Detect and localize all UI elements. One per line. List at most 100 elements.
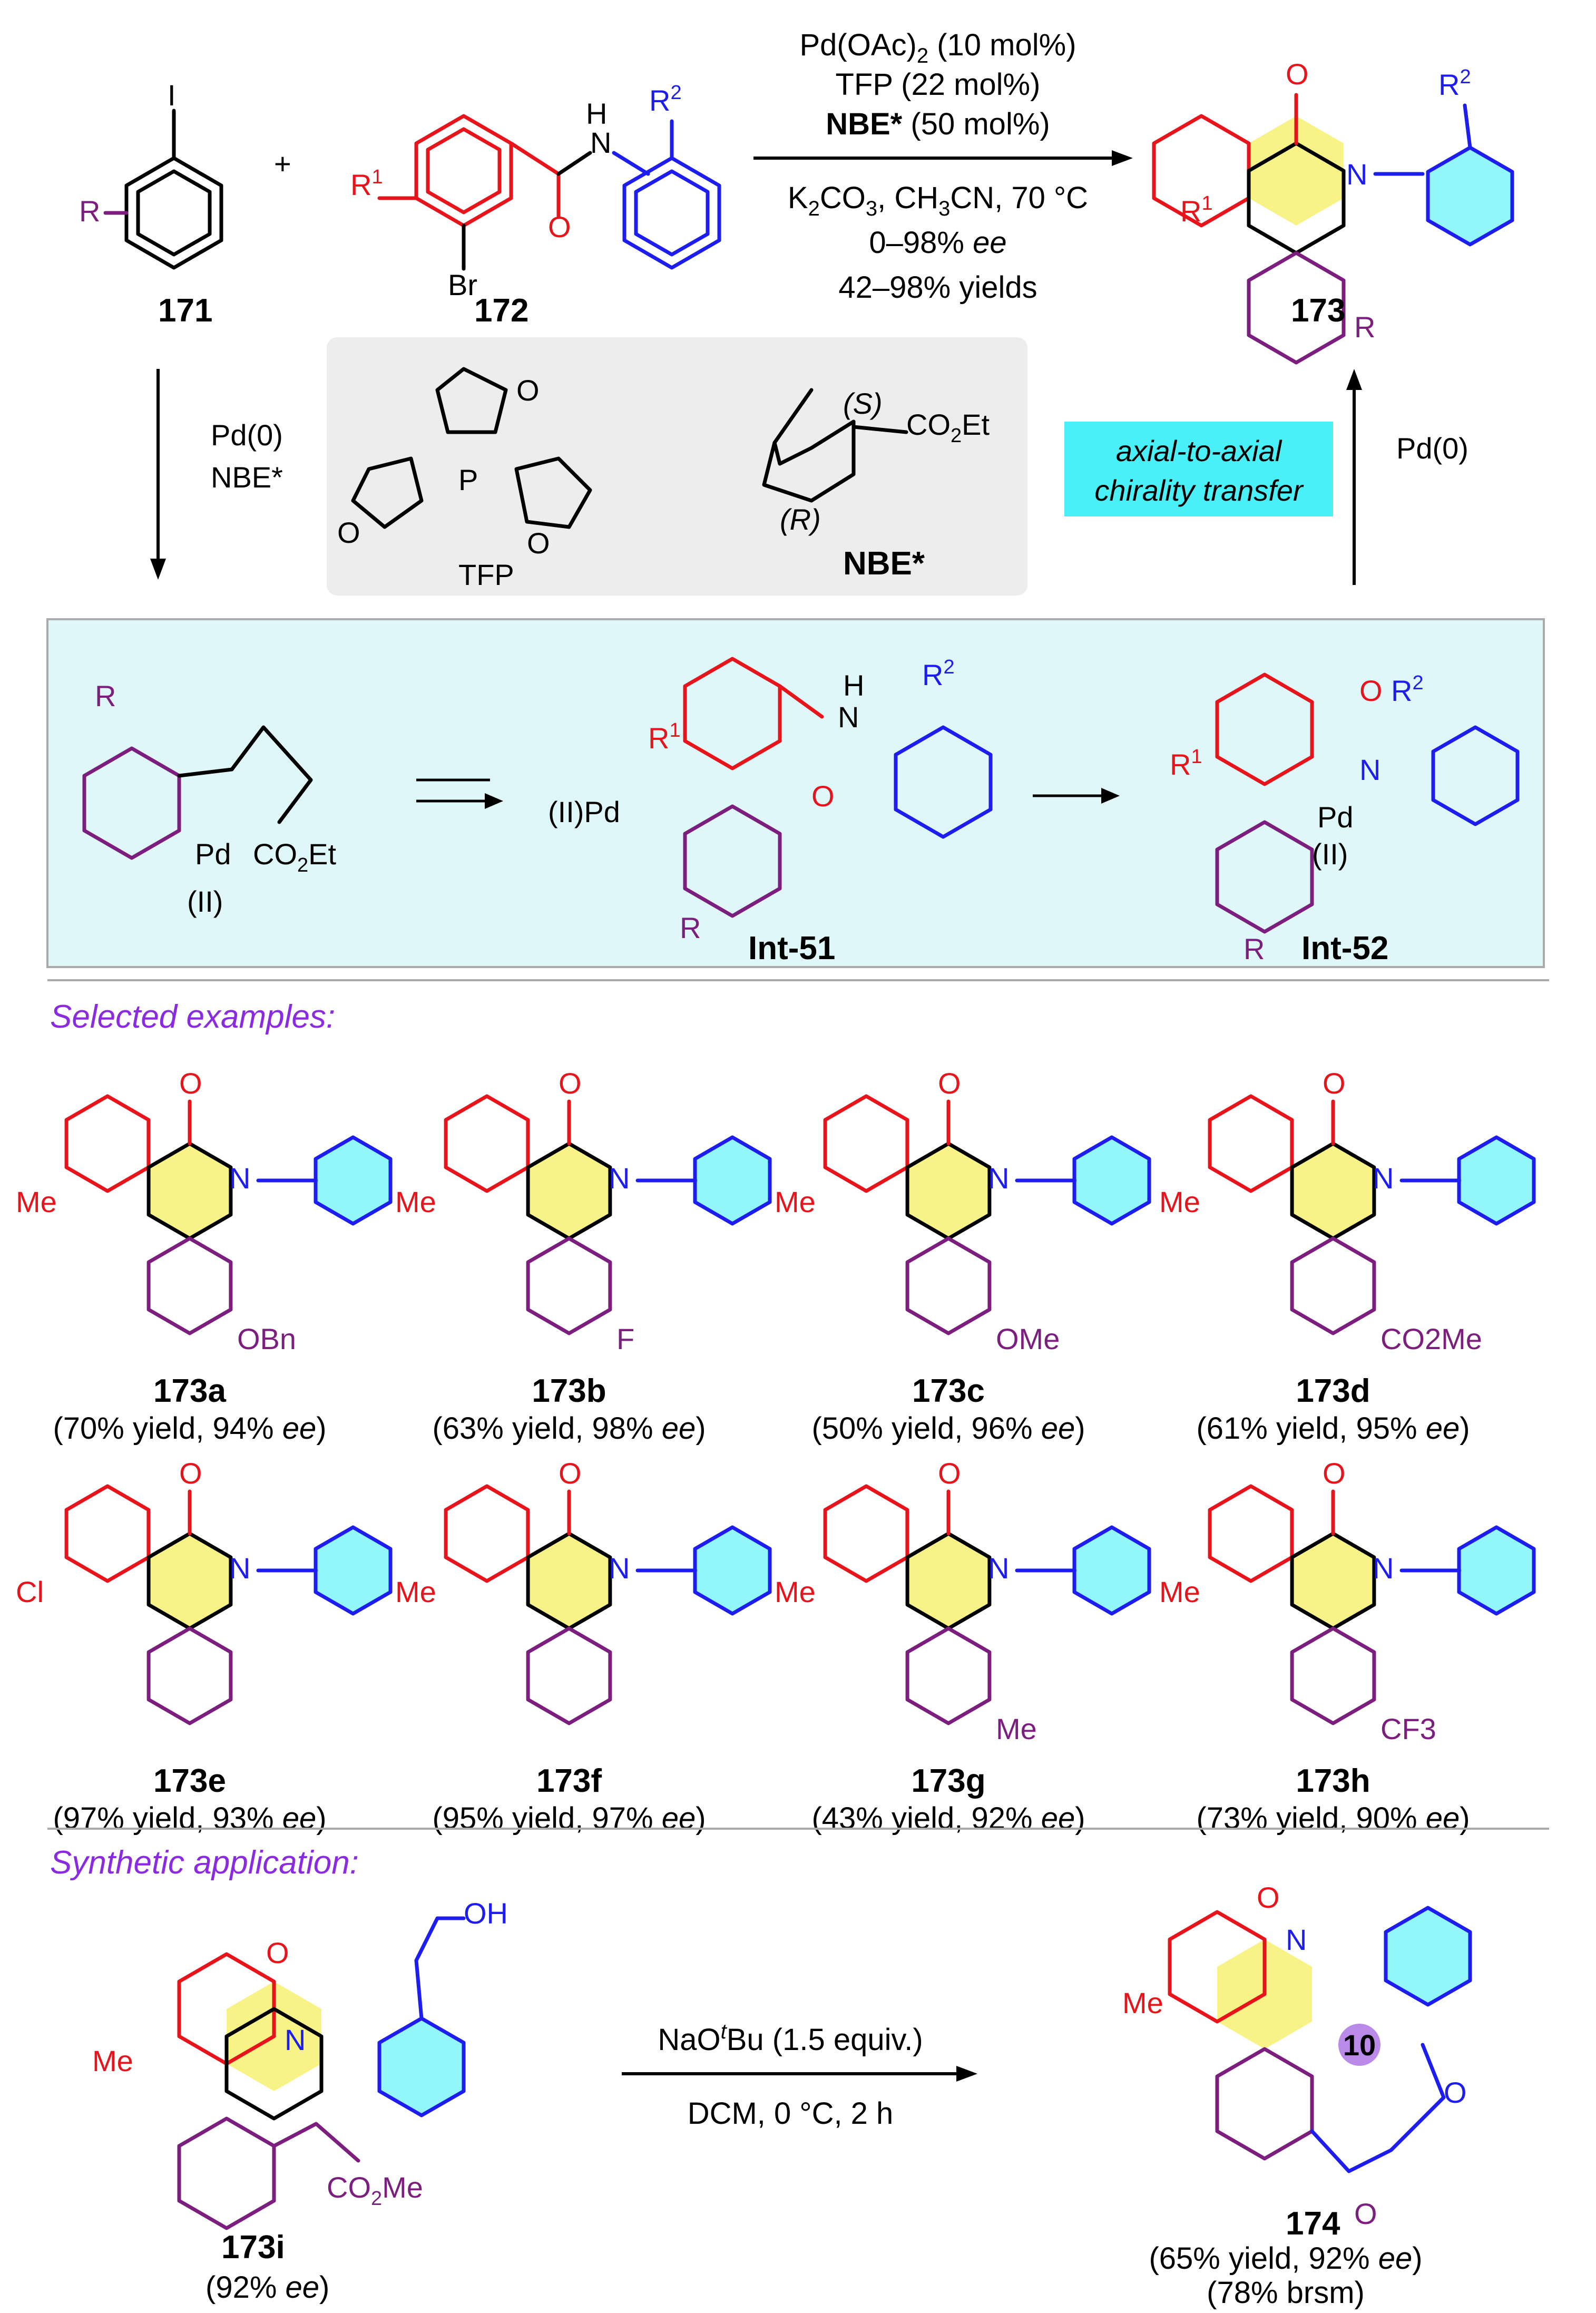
yield-173d: (61% yield, 95% ee) — [1196, 1411, 1470, 1446]
svg-text:CO2Me: CO2Me — [327, 2171, 423, 2210]
svg-text:O: O — [548, 210, 571, 243]
yield-173a: (70% yield, 94% ee) — [53, 1411, 326, 1446]
svg-text:R: R — [95, 679, 116, 713]
svg-text:R: R — [680, 911, 701, 944]
compound-172: Br R1 O N H R2 — [350, 82, 721, 301]
svg-text:Me: Me — [1122, 1986, 1163, 2019]
synthetic-application-header: Synthetic application: — [50, 1844, 359, 1881]
tfp-label: TFP — [458, 558, 514, 591]
svg-text:N: N — [1373, 1162, 1394, 1195]
svg-text:0–98% ee: 0–98% ee — [869, 226, 1006, 260]
r1-substituent: Me — [395, 1575, 436, 1608]
label-int-51: Int-51 — [748, 930, 835, 967]
svg-text:(II)Pd: (II)Pd — [548, 795, 620, 828]
yield-173b: (63% yield, 98% ee) — [432, 1411, 706, 1446]
svg-text:R2: R2 — [1438, 66, 1471, 101]
nbe-left: NBE* — [211, 461, 283, 494]
r-stereo-label: (R) — [780, 503, 821, 536]
svg-text:O: O — [266, 1936, 289, 1969]
svg-text:42–98% yields: 42–98% yields — [838, 270, 1037, 305]
tfp-structure: P O O O — [337, 367, 592, 560]
ring-substituent: OBn — [237, 1322, 296, 1355]
label-173f: 173f — [536, 1763, 602, 1799]
svg-text:CO2Et: CO2Et — [253, 837, 336, 876]
r1-substituent: Me — [1159, 1575, 1200, 1608]
yield-173g: (43% yield, 92% ee) — [811, 1801, 1085, 1836]
svg-text:R2: R2 — [649, 82, 682, 117]
selected-examples-header: Selected examples: — [50, 999, 335, 1035]
label-173d: 173d — [1296, 1373, 1370, 1409]
label-173i: 173i — [221, 2229, 285, 2266]
svg-text:Me: Me — [92, 2044, 133, 2077]
label-173h: 173h — [1296, 1763, 1370, 1799]
svg-text:Pd: Pd — [195, 837, 231, 871]
svg-text:N: N — [229, 1162, 250, 1195]
r1-substituent: Me — [1159, 1185, 1200, 1218]
svg-text:OH: OH — [464, 1897, 508, 1930]
svg-text:O: O — [1257, 1881, 1280, 1914]
svg-text:O: O — [1354, 2197, 1377, 2230]
label-173g: 173g — [911, 1763, 985, 1799]
label-173e: 173e — [153, 1763, 226, 1799]
svg-text:N: N — [1359, 753, 1380, 786]
compound-173i: O N Me OH CO2Me — [92, 1897, 508, 2230]
svg-text:O: O — [811, 779, 835, 813]
svg-text:Pd: Pd — [1317, 801, 1354, 834]
svg-text:H: H — [843, 669, 864, 702]
svg-text:P: P — [458, 463, 478, 496]
intermediates-panel — [46, 618, 1545, 968]
svg-text:N: N — [609, 1551, 630, 1585]
plus-sign: + — [274, 147, 291, 180]
label-173: 173 — [1291, 292, 1345, 329]
ring-substituent: OMe — [996, 1322, 1060, 1355]
svg-text:N: N — [838, 700, 859, 734]
svg-text:N: N — [988, 1162, 1009, 1195]
svg-text:O: O — [938, 1067, 961, 1100]
svg-text:N: N — [1346, 158, 1367, 191]
svg-text:O: O — [179, 1067, 202, 1100]
label-int-52: Int-52 — [1301, 930, 1388, 967]
svg-text:axial-to-axial: axial-to-axial — [1116, 434, 1282, 467]
int-51-structure: R1 O N H R2 R (II)Pd — [548, 656, 993, 944]
label-171: 171 — [158, 292, 212, 329]
nbe-structure — [762, 388, 908, 503]
svg-text:O: O — [337, 516, 360, 549]
svg-text:N: N — [285, 2023, 306, 2056]
svg-text:O: O — [1323, 1067, 1346, 1100]
svg-text:(II): (II) — [1312, 837, 1348, 871]
svg-text:O: O — [559, 1457, 582, 1490]
pd0-left: Pd(0) — [211, 418, 283, 452]
brsm-174: (78% brsm) — [1207, 2276, 1365, 2310]
example-173f: O N Me 173f(95% yield, 97% ee) — [395, 1457, 772, 1836]
reagent-naotbu: NaOtBu (1.5 equiv.) — [658, 2020, 923, 2057]
compound-173: O N R R1 R2 — [1152, 57, 1514, 365]
svg-text:O: O — [179, 1457, 202, 1490]
reaction-conditions: Pd(OAc)2 (10 mol%) TFP (22 mol%) NBE* (5… — [753, 28, 1133, 305]
r1-substituent: Me — [395, 1185, 436, 1218]
ring-substituent: F — [616, 1322, 634, 1355]
svg-text:O: O — [938, 1457, 961, 1490]
svg-text:O: O — [559, 1067, 582, 1100]
svg-text:Pd(OAc)2 (10 mol%): Pd(OAc)2 (10 mol%) — [799, 28, 1076, 67]
r1-substituent: Me — [16, 1185, 57, 1218]
ring-substituent: CO2Me — [1380, 1322, 1482, 1355]
chirality-transfer-box — [1064, 422, 1333, 516]
label-173c: 173c — [912, 1373, 985, 1409]
label-174: 174 — [1286, 2205, 1340, 2242]
svg-text:NBE* (50 mol%): NBE* (50 mol%) — [826, 107, 1050, 141]
svg-text:N: N — [1286, 1923, 1307, 1956]
yield-173f: (95% yield, 97% ee) — [432, 1801, 706, 1836]
nbe-label: NBE* — [843, 545, 925, 582]
s-stereo-label: (S) — [843, 387, 883, 420]
svg-text:O: O — [1323, 1457, 1346, 1490]
svg-text:K2CO3, CH3CN, 70 °C: K2CO3, CH3CN, 70 °C — [788, 181, 1088, 220]
svg-text:O: O — [527, 526, 550, 560]
yield-173e: (97% yield, 93% ee) — [53, 1801, 326, 1836]
